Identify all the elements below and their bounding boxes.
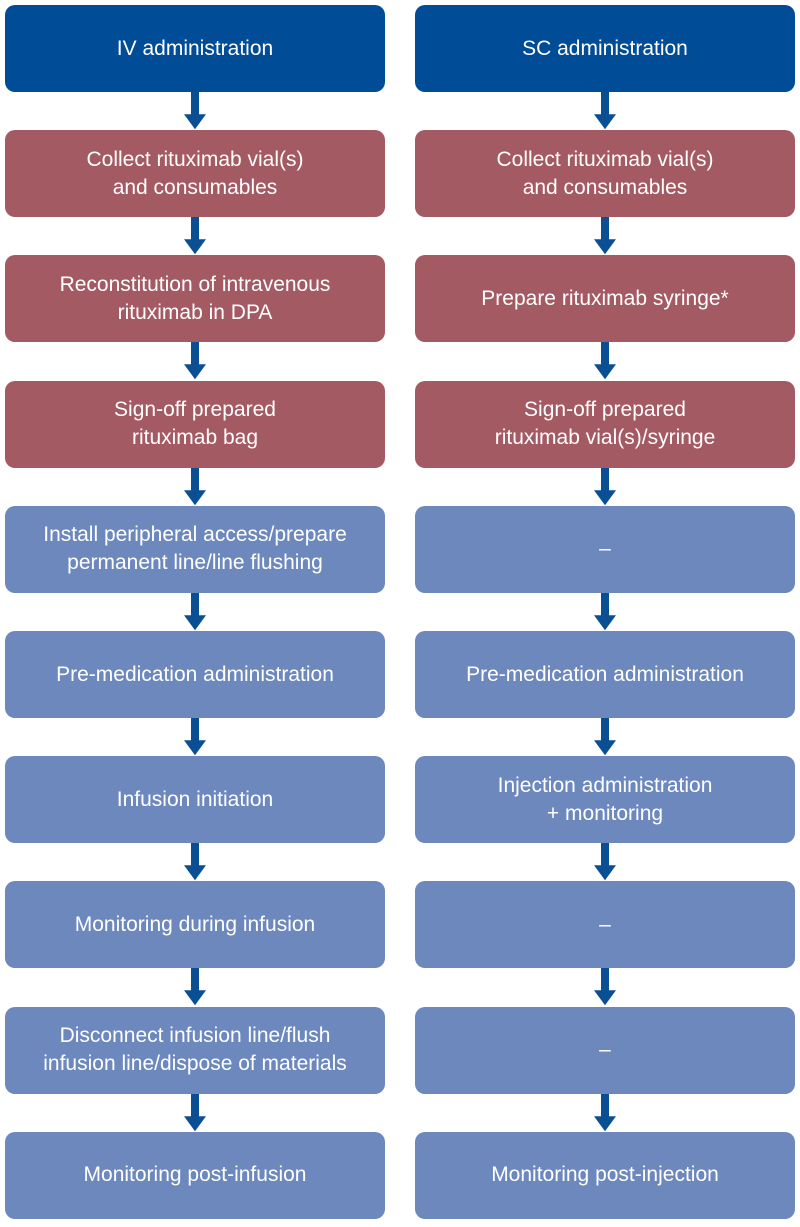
iv-arrow-4 xyxy=(184,467,206,505)
sc-arrow-1 xyxy=(594,92,616,130)
sc-step-6: Pre-medication administration xyxy=(415,631,795,718)
iv-arrow-2 xyxy=(184,217,206,255)
sc-step-10: Monitoring post-injection xyxy=(415,1131,795,1219)
sc-arrow-2 xyxy=(594,217,616,255)
sc-step-2: Collect rituximab vial(s) and consumable… xyxy=(415,130,795,218)
sc-step-5: – xyxy=(415,505,795,593)
sc-step-7: Injection administration + monitoring xyxy=(415,756,795,844)
iv-arrow-3 xyxy=(184,342,206,380)
sc-arrow-8 xyxy=(594,968,616,1006)
iv-step-8: Monitoring during infusion xyxy=(5,881,385,969)
sc-step-3: Prepare rituximab syringe* xyxy=(415,255,795,343)
sc-arrow-7 xyxy=(594,843,616,881)
iv-step-5: Install peripheral access/prepare perman… xyxy=(5,505,385,593)
iv-step-6: Pre-medication administration xyxy=(5,631,385,718)
iv-step-9: Disconnect infusion line/flush infusion … xyxy=(5,1006,385,1094)
sc-step-1: SC administration xyxy=(415,5,795,92)
sc-step-9: – xyxy=(415,1006,795,1094)
iv-arrow-9 xyxy=(184,1093,206,1131)
iv-arrow-1 xyxy=(184,92,206,130)
sc-arrow-5 xyxy=(594,592,616,630)
sc-arrow-3 xyxy=(594,342,616,380)
iv-step-7: Infusion initiation xyxy=(5,756,385,844)
iv-arrow-7 xyxy=(184,843,206,881)
iv-step-1: IV administration xyxy=(5,5,385,92)
sc-step-8: – xyxy=(415,881,795,969)
iv-arrow-8 xyxy=(184,968,206,1006)
iv-step-2: Collect rituximab vial(s) and consumable… xyxy=(5,130,385,218)
sc-arrow-6 xyxy=(594,718,616,756)
iv-step-10: Monitoring post-infusion xyxy=(5,1131,385,1219)
iv-arrow-6 xyxy=(184,718,206,756)
sc-step-4: Sign-off prepared rituximab vial(s)/syri… xyxy=(415,380,795,468)
sc-arrow-9 xyxy=(594,1093,616,1131)
sc-arrow-4 xyxy=(594,467,616,505)
iv-step-4: Sign-off prepared rituximab bag xyxy=(5,380,385,468)
iv-step-3: Reconstitution of intravenous rituximab … xyxy=(5,255,385,343)
iv-arrow-5 xyxy=(184,592,206,630)
